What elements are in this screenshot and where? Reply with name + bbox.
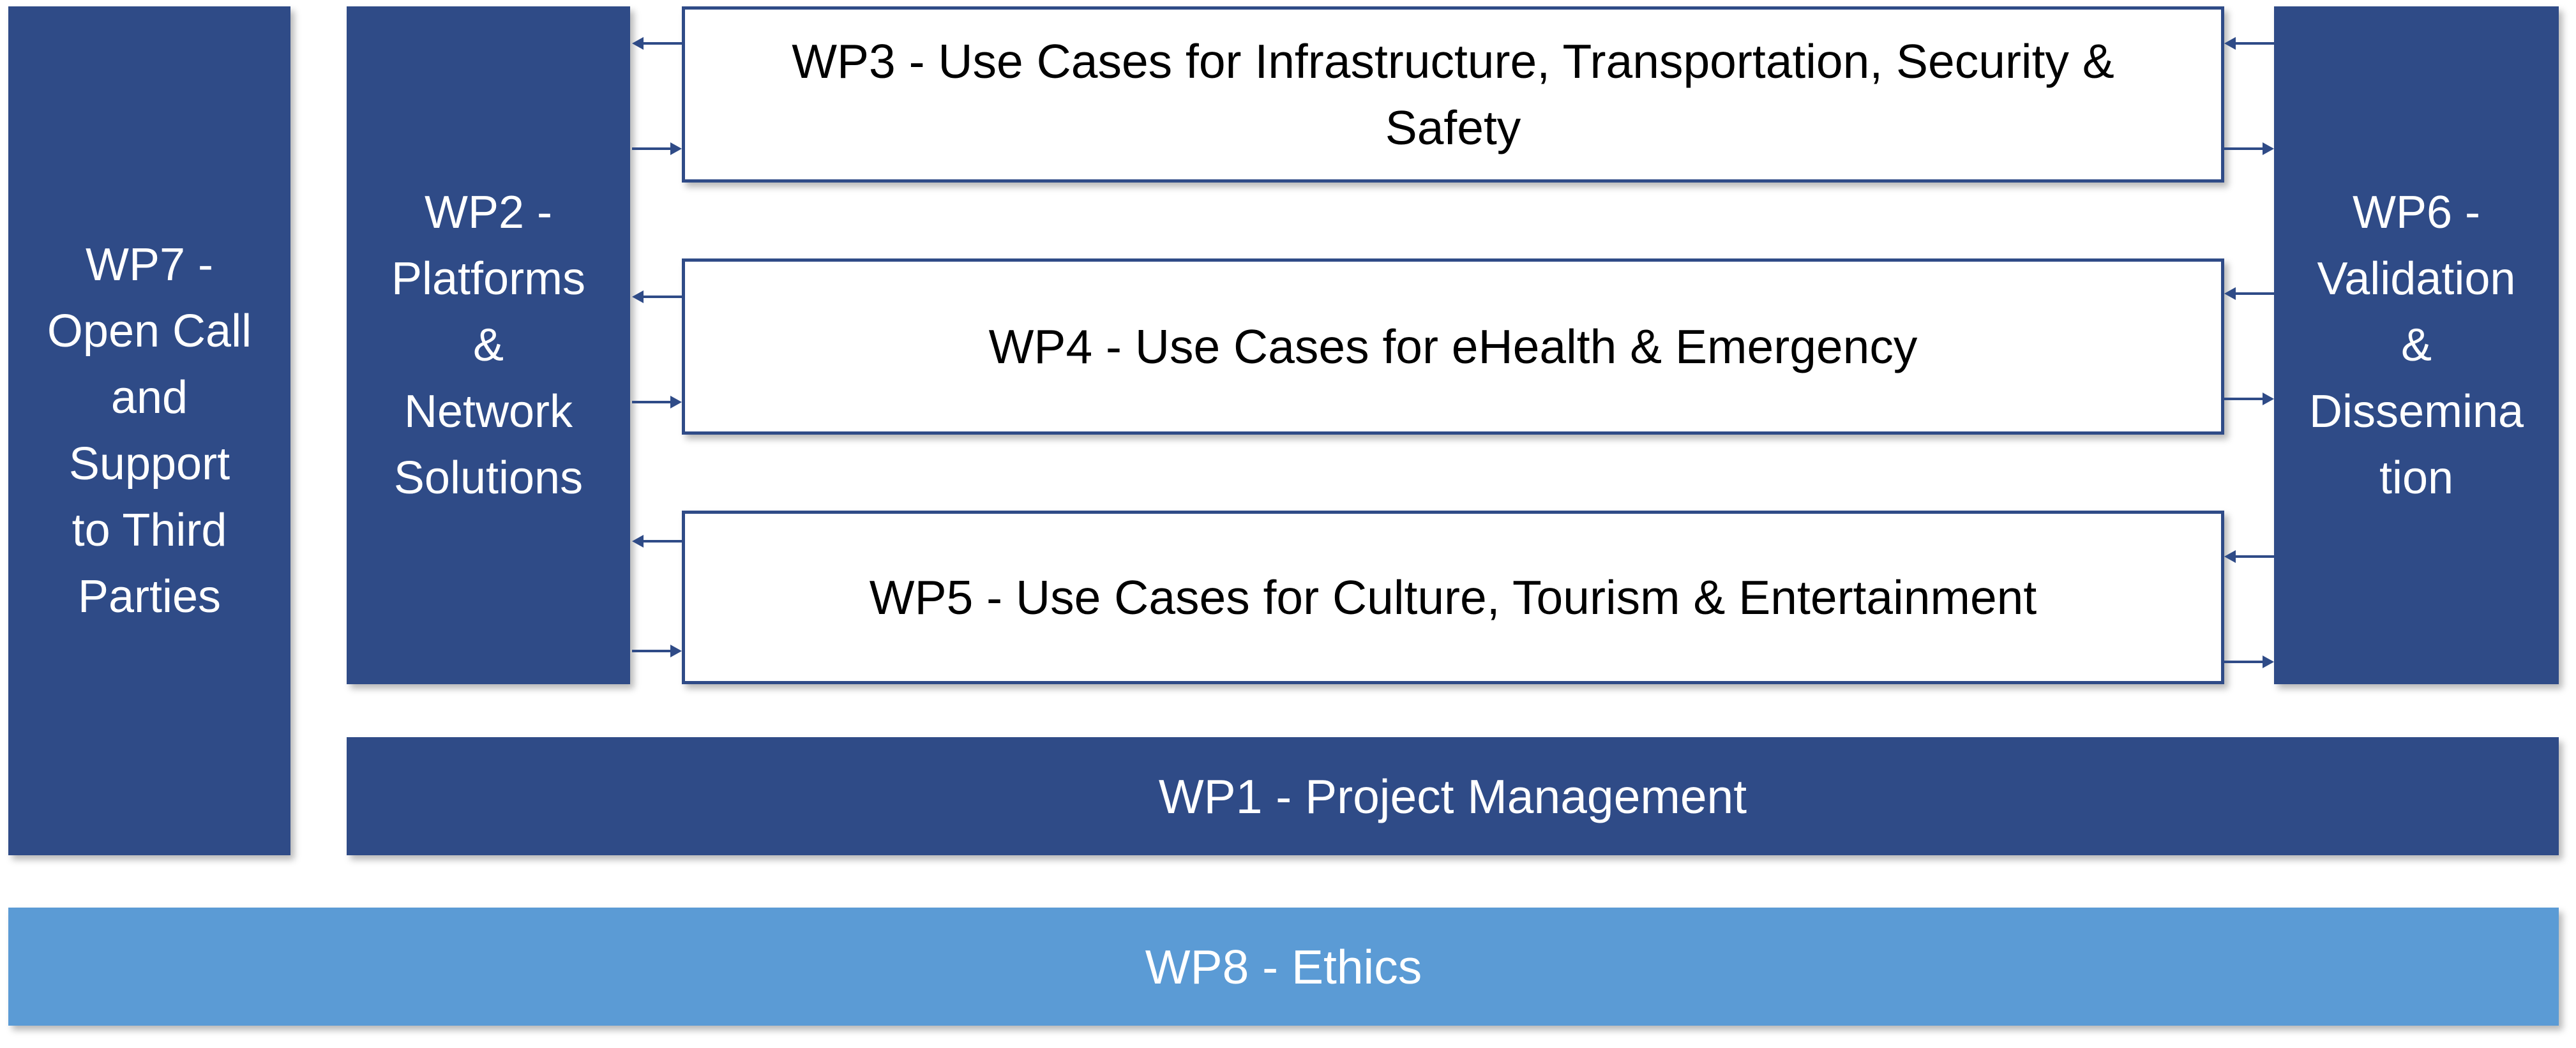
wp5-box: WP5 - Use Cases for Culture, Tourism & E… — [682, 511, 2224, 684]
wp2-label: WP2 - Platforms & Network Solutions — [391, 187, 586, 504]
wp3-box: WP3 - Use Cases for Infrastructure, Tran… — [682, 6, 2224, 183]
arrowhead-wp3-to-wp2 — [632, 37, 644, 50]
wp2-box: WP2 - Platforms & Network Solutions — [347, 6, 630, 684]
arrowhead-wp3-to-wp6 — [2263, 142, 2274, 155]
wp4-label: WP4 - Use Cases for eHealth & Emergency — [988, 320, 1918, 373]
wp1-box: WP1 - Project Management — [347, 737, 2559, 855]
arrowhead-wp2-to-wp5 — [670, 645, 682, 657]
wp5-label: WP5 - Use Cases for Culture, Tourism & E… — [869, 571, 2037, 624]
wp7-label: WP7 - Open Call and Support to Third Par… — [47, 239, 252, 622]
arrowhead-wp4-to-wp2 — [632, 290, 644, 303]
wp8-label: WP8 - Ethics — [1145, 939, 1422, 994]
wp8-box: WP8 - Ethics — [8, 908, 2559, 1026]
arrowhead-wp6-to-wp3 — [2224, 37, 2236, 50]
wp4-box: WP4 - Use Cases for eHealth & Emergency — [682, 258, 2224, 435]
wp7-box: WP7 - Open Call and Support to Third Par… — [8, 6, 290, 855]
arrowhead-wp2-to-wp3 — [670, 142, 682, 155]
wp6-label: WP6 - Validation & Dissemina tion — [2309, 187, 2524, 504]
arrowhead-wp5-to-wp2 — [632, 535, 644, 548]
arrowhead-wp6-to-wp5 — [2224, 550, 2236, 563]
wp6-box: WP6 - Validation & Dissemina tion — [2274, 6, 2559, 684]
wp1-label: WP1 - Project Management — [1158, 769, 1747, 823]
arrowhead-wp4-to-wp6 — [2263, 393, 2274, 405]
arrowhead-wp6-to-wp4 — [2224, 287, 2236, 300]
wp3-label: WP3 - Use Cases for Infrastructure, Tran… — [792, 34, 2114, 154]
arrowhead-wp5-to-wp6 — [2263, 655, 2274, 668]
arrowhead-wp2-to-wp4 — [670, 396, 682, 408]
